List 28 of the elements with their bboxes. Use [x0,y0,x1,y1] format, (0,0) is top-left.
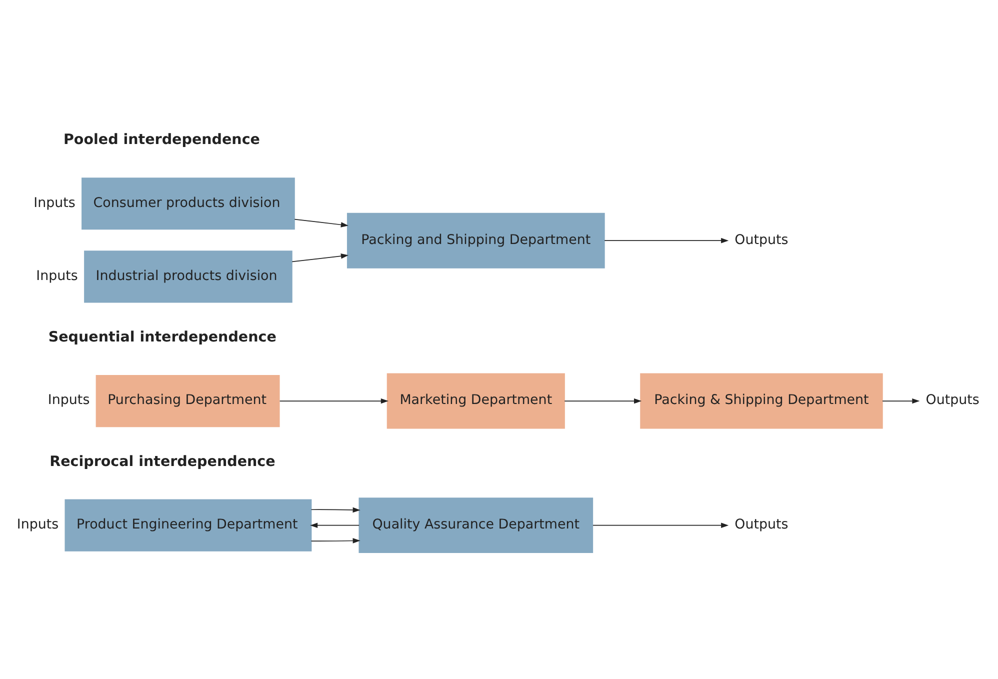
node-box: Industrial products division [84,250,292,303]
arrow [310,522,360,528]
node-text: Outputs [734,232,788,248]
label: Sequential interdependence [48,329,276,346]
arrow [294,218,348,228]
node-box: Product Engineering Department [64,499,312,552]
node-box: Quality Assurance Department [358,498,594,554]
arrow [564,398,642,404]
arrow [310,538,360,544]
label: Pooled interdependence [63,132,260,148]
node-label: Inputs [16,518,59,533]
node-text: Outputs [926,393,980,408]
node-text: Outputs [734,518,788,533]
arrow [292,253,349,262]
node-box: Packing and Shipping Department [346,212,605,268]
arrow [604,238,729,244]
node-label: Inputs [34,196,76,211]
arrow [310,507,360,513]
node-label: Inputs [36,268,78,284]
arrow [592,522,729,528]
label: Reciprocal interdependence [50,454,276,470]
arrow [279,398,388,404]
node-label: Inputs [48,393,90,408]
node-box: Packing & Shipping Department [640,373,883,429]
node-box: Purchasing Department [96,375,280,428]
node-box: Consumer products division [82,178,295,230]
arrow [882,398,920,404]
node-box: Marketing Department [386,373,565,429]
